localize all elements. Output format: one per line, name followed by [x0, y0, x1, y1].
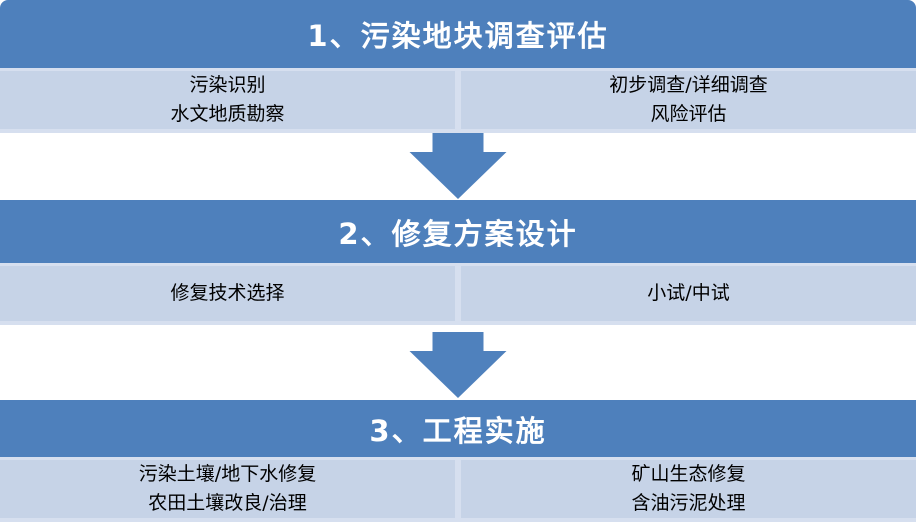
stage-2-title: 2、修复方案设计 [338, 216, 578, 251]
down-arrow-shape [409, 133, 507, 199]
stage-2-header: 2、修复方案设计 [0, 200, 916, 263]
down-arrow-icon [409, 332, 507, 398]
stage-3-left-label-1: 污染土壤/地下水修复 [138, 463, 317, 486]
stage-2-detail-row: 修复技术选择 小试/中试 [0, 263, 916, 325]
stage-3-right-label-2: 含油污泥处理 [631, 492, 746, 515]
stage-3-detail-row: 污染土壤/地下水修复 农田土壤改良/治理 矿山生态修复 含油污泥处理 [0, 457, 916, 522]
stage-3-header: 3、工程实施 [0, 400, 916, 457]
stage-2-right-cell: 小试/中试 [461, 266, 916, 321]
stage-3-right-label-1: 矿山生态修复 [631, 463, 746, 486]
stage-3-right-cell: 矿山生态修复 含油污泥处理 [461, 460, 916, 518]
stage-1-left-label-2: 水文地质勘察 [170, 103, 285, 126]
stage-2-left-label-1: 修复技术选择 [170, 282, 285, 305]
down-arrow-shape [409, 332, 507, 398]
stage-1-detail-row: 污染识别 水文地质勘察 初步调查/详细调查 风险评估 [0, 68, 916, 133]
stage-2-right-label-1: 小试/中试 [647, 282, 730, 305]
stage-1-header: 1、污染地块调查评估 [0, 0, 916, 68]
stage-3-left-cell: 污染土壤/地下水修复 农田土壤改良/治理 [0, 460, 455, 518]
stage-1-right-cell: 初步调查/详细调查 风险评估 [461, 71, 916, 129]
stage-1-title: 1、污染地块调查评估 [307, 19, 609, 53]
stage-1-right-label-2: 风险评估 [650, 103, 727, 126]
stage-3-title: 3、工程实施 [369, 413, 547, 448]
stage-3-left-label-2: 农田土壤改良/治理 [148, 492, 307, 515]
down-arrow-icon [409, 133, 507, 199]
stage-1-left-cell: 污染识别 水文地质勘察 [0, 71, 455, 129]
stage-2-left-cell: 修复技术选择 [0, 266, 455, 321]
stage-1-left-label-1: 污染识别 [189, 74, 266, 97]
stage-1-right-label-1: 初步调查/详细调查 [609, 74, 768, 97]
